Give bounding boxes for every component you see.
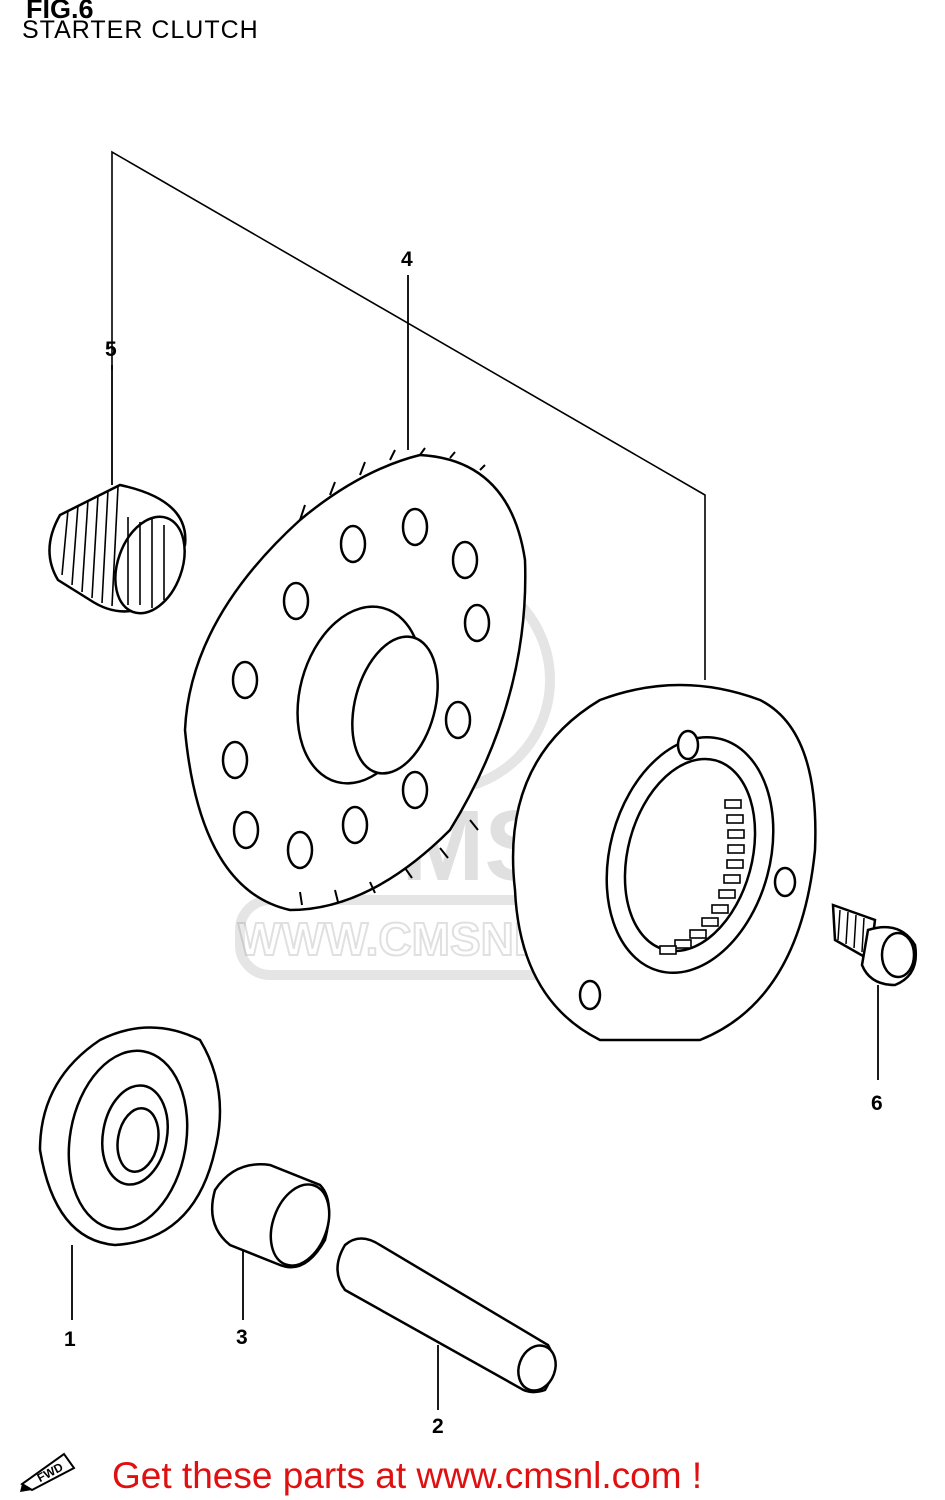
callout-5: 5 <box>105 338 117 361</box>
figure-title: STARTER CLUTCH <box>22 16 259 44</box>
callout-2: 2 <box>432 1415 444 1438</box>
fwd-arrow-icon: FWD <box>20 1452 76 1492</box>
part-1-idler-gear <box>38 1026 222 1247</box>
figure-label: FIG.6 <box>26 0 94 24</box>
callout-3: 3 <box>236 1326 248 1349</box>
part-6-bolt <box>831 903 918 987</box>
part-4-starter-driven-gear <box>183 447 527 912</box>
promo-link[interactable]: Get these parts at www.cmsnl.com ! <box>112 1455 703 1496</box>
callout-4: 4 <box>401 248 413 271</box>
callout-1: 1 <box>64 1328 76 1351</box>
part-5-needle-bearing <box>48 483 187 615</box>
callout-6: 6 <box>871 1092 883 1115</box>
part-2-shaft <box>336 1237 557 1394</box>
part-3-bushing <box>210 1163 331 1269</box>
part-4-one-way-clutch <box>511 683 817 1042</box>
